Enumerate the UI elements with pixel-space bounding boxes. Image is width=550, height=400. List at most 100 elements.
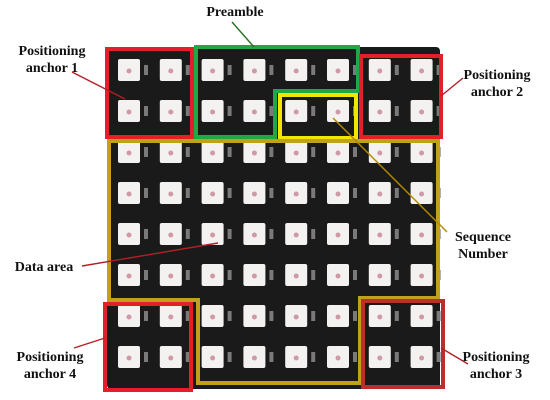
- label-positioning-anchor-4: Positioning anchor 4: [0, 349, 100, 383]
- led-pixel: [285, 59, 316, 81]
- capacitor-pad: [269, 147, 274, 157]
- label-line: anchor 1: [25, 61, 79, 76]
- capacitor-pad: [311, 311, 316, 321]
- label-line: anchor 2: [470, 85, 524, 100]
- positioning-anchor-3-box: [361, 299, 445, 389]
- led-die: [377, 273, 383, 279]
- capacitor-pad: [311, 147, 316, 157]
- led-pixel: [201, 100, 232, 122]
- led-pixel: [243, 182, 274, 204]
- sequence-number-box: [278, 93, 358, 140]
- label-preamble: Preamble: [206, 5, 264, 20]
- led-pixel: [327, 346, 357, 368]
- led-die: [210, 273, 216, 279]
- capacitor-pad: [185, 311, 190, 321]
- led-die: [335, 191, 341, 197]
- led-die: [168, 273, 174, 279]
- leader-line-anchor-3: [440, 347, 469, 365]
- preamble-box: [194, 45, 360, 139]
- led-pixel: [327, 305, 357, 327]
- led-pixel: [327, 223, 357, 245]
- led-die: [126, 68, 132, 74]
- capacitor-pad: [311, 270, 316, 280]
- led-pixel: [159, 182, 190, 204]
- positioning-anchor-2-box: [359, 54, 443, 139]
- led-pixel: [118, 305, 148, 327]
- capacitor-pad: [269, 311, 274, 321]
- led-die: [168, 150, 174, 156]
- led-pixel: [285, 100, 316, 122]
- capacitor-pad: [394, 270, 399, 280]
- led-pixel: [118, 141, 148, 163]
- led-pixel: [201, 264, 232, 286]
- led-die: [168, 68, 174, 74]
- led-pixel: [368, 346, 399, 368]
- led-die: [251, 150, 257, 156]
- led-pixel: [327, 264, 357, 286]
- capacitor-pad: [144, 188, 148, 198]
- led-pixel: [159, 141, 190, 163]
- led-die: [251, 109, 257, 115]
- led-pixel: [243, 59, 274, 81]
- led-pixel: [118, 59, 148, 81]
- label-line: anchor 3: [469, 367, 523, 382]
- capacitor-pad: [269, 270, 274, 280]
- led-die: [210, 191, 216, 197]
- led-pixel: [368, 59, 399, 81]
- led-die: [126, 191, 132, 197]
- led-die: [293, 355, 299, 361]
- led-die: [293, 232, 299, 238]
- capacitor-pad: [436, 352, 441, 362]
- led-die: [335, 314, 341, 320]
- capacitor-pad: [269, 352, 274, 362]
- capacitor-pad: [227, 106, 232, 116]
- leader-lines: [71, 21, 469, 365]
- led-die: [377, 150, 383, 156]
- led-die: [210, 109, 216, 115]
- led-die: [419, 150, 425, 156]
- capacitor-pad: [353, 65, 357, 75]
- led-die: [210, 355, 216, 361]
- led-pixel: [285, 223, 316, 245]
- capacitor-pad: [311, 352, 316, 362]
- led-die: [335, 273, 341, 279]
- led-pixel: [368, 141, 399, 163]
- data-area-box: [107, 139, 440, 385]
- capacitor-pad: [185, 352, 190, 362]
- capacitor-pad: [311, 229, 316, 239]
- capacitor-pad: [353, 311, 357, 321]
- led-die: [251, 355, 257, 361]
- led-die: [377, 232, 383, 238]
- led-die: [126, 314, 132, 320]
- led-pixel: [285, 305, 316, 327]
- capacitor-pad: [353, 352, 357, 362]
- led-pixel: [243, 305, 274, 327]
- capacitor-pad: [394, 229, 399, 239]
- capacitor-pad: [311, 65, 316, 75]
- led-pixel: [327, 141, 357, 163]
- led-pixel: [118, 182, 148, 204]
- led-die: [419, 191, 425, 197]
- led-die: [419, 68, 425, 74]
- capacitor-pad: [353, 270, 357, 280]
- capacitor-pad: [144, 147, 148, 157]
- capacitor-pad: [144, 65, 148, 75]
- led-die: [251, 191, 257, 197]
- led-die: [377, 314, 383, 320]
- capacitor-pad: [353, 147, 357, 157]
- capacitor-pad: [185, 65, 190, 75]
- led-pixel: [327, 59, 357, 81]
- capacitor-pad: [227, 188, 232, 198]
- led-die: [377, 355, 383, 361]
- led-die: [126, 273, 132, 279]
- led-die: [126, 109, 132, 115]
- capacitor-pad: [144, 352, 148, 362]
- capacitor-pad: [185, 106, 190, 116]
- led-die: [168, 314, 174, 320]
- led-pixel: [118, 264, 148, 286]
- capacitor-pad: [269, 229, 274, 239]
- led-pixel: [159, 59, 190, 81]
- capacitor-pad: [436, 65, 441, 75]
- label-line: Positioning: [16, 350, 84, 365]
